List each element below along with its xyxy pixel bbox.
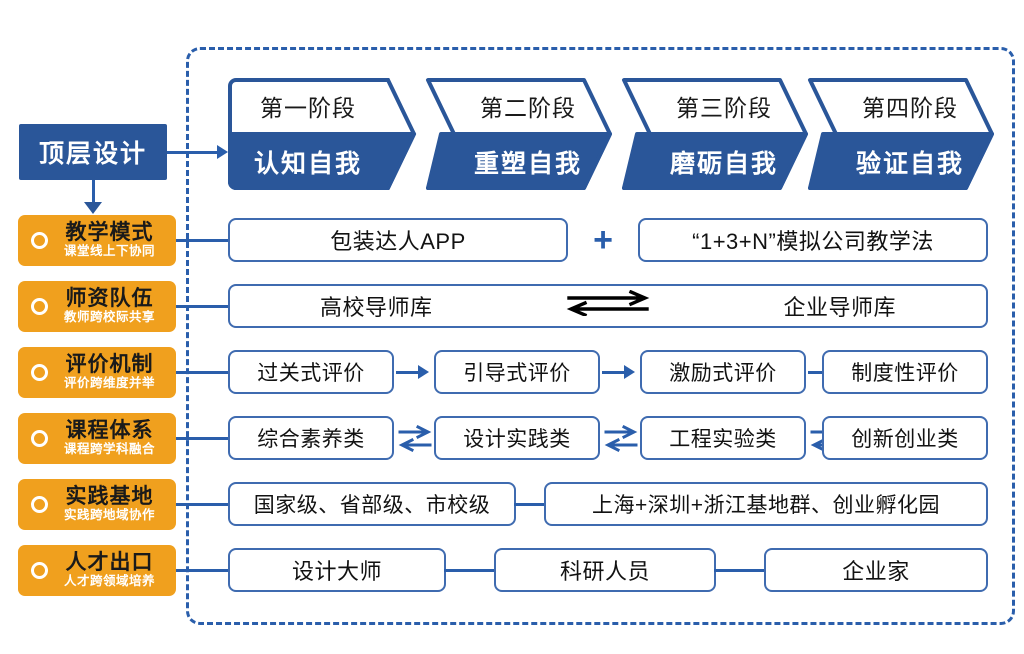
pillar-subtitle: 评价跨维度并举 [63, 376, 155, 390]
pillar-curriculum-system[interactable]: 课程体系 课程跨学科融合 [18, 413, 176, 464]
row4-item-4[interactable]: 创新创业类 [822, 416, 988, 460]
row4-item-1[interactable]: 综合素养类 [228, 416, 394, 460]
stage-chevron-3[interactable]: 第三阶段 磨砺自我 [620, 78, 810, 190]
pillar-subtitle: 教师跨校际共享 [63, 310, 155, 324]
arrowhead-topdesign-to-stages [217, 145, 228, 159]
connector-pillar-row-2 [176, 305, 230, 308]
pillar-title: 教学模式 [65, 221, 154, 244]
stage-name-label: 验证自我 [855, 150, 964, 178]
connector-pillar-row-4 [176, 437, 230, 440]
stage-phase-label: 第二阶段 [480, 96, 576, 121]
pillar-title: 评价机制 [65, 353, 154, 376]
top-level-design-block[interactable]: 顶层设计 [19, 124, 167, 180]
pillar-talent-output[interactable]: 人才出口 人才跨领域培养 [18, 545, 176, 596]
pillar-title: 人才出口 [65, 551, 154, 574]
exchange-arrow-icon [565, 289, 651, 322]
stage-phase-label: 第四阶段 [862, 96, 958, 121]
stage-name-label: 重塑自我 [473, 150, 582, 178]
pillar-teaching-mode[interactable]: 教学模式 课堂线上下协同 [18, 215, 176, 266]
pillar-title: 实践基地 [65, 485, 154, 508]
stage-chevron-1[interactable]: 第一阶段 认知自我 [228, 78, 418, 190]
row6-item-2[interactable]: 科研人员 [494, 548, 716, 592]
row3-item-1[interactable]: 过关式评价 [228, 350, 394, 394]
row3-item-4[interactable]: 制度性评价 [822, 350, 988, 394]
arrowhead-topdesign-to-pillars [84, 202, 102, 214]
row3-arrowhead-2 [624, 365, 635, 379]
connector-pillar-row-3 [176, 371, 230, 374]
chevron-shape-icon [622, 78, 808, 190]
pillar-title: 课程体系 [65, 419, 154, 442]
pillar-practice-base[interactable]: 实践基地 实践跨地域协作 [18, 479, 176, 530]
row3-item-3[interactable]: 激励式评价 [640, 350, 806, 394]
connector-pillar-row-1 [176, 239, 230, 242]
stage-chevron-4[interactable]: 第四阶段 验证自我 [806, 78, 996, 190]
chevron-shape-icon [808, 78, 994, 190]
row4-bidirectional-arrow-icon-1 [396, 424, 434, 457]
bullet-ring-icon [31, 562, 48, 579]
row3-connector-1 [396, 371, 420, 374]
row3-item-2[interactable]: 引导式评价 [434, 350, 600, 394]
dashed-frame [186, 47, 1015, 625]
plus-sign: + [593, 220, 613, 259]
stage-phase-label: 第一阶段 [260, 96, 356, 121]
row2-item-2: 企业导师库 [783, 295, 896, 320]
stage-chevron-2[interactable]: 第二阶段 重塑自我 [424, 78, 614, 190]
row3-connector-3 [808, 371, 832, 374]
row6-item-1[interactable]: 设计大师 [228, 548, 446, 592]
bullet-ring-icon [31, 496, 48, 513]
pillar-evaluation-mechanism[interactable]: 评价机制 评价跨维度并举 [18, 347, 176, 398]
connector-pillar-row-5 [176, 503, 230, 506]
row5-item-1[interactable]: 国家级、省部级、市校级 [228, 482, 516, 526]
pillar-subtitle: 实践跨地域协作 [63, 508, 155, 522]
pillar-title: 师资队伍 [65, 287, 154, 310]
connector-pillar-row-6 [176, 569, 230, 572]
row4-item-2[interactable]: 设计实践类 [434, 416, 600, 460]
chevron-shape-icon [228, 78, 417, 190]
row5-item-2[interactable]: 上海+深圳+浙江基地群、创业孵化园 [544, 482, 988, 526]
pillar-faculty-team[interactable]: 师资队伍 教师跨校际共享 [18, 281, 176, 332]
pillar-subtitle: 课堂线上下协同 [63, 244, 155, 258]
row6-connector-2 [714, 569, 766, 572]
stage-name-label: 认知自我 [253, 150, 362, 178]
bullet-ring-icon [31, 232, 48, 249]
row6-item-3[interactable]: 企业家 [764, 548, 988, 592]
stage-phase-label: 第三阶段 [676, 96, 772, 121]
row3-arrowhead-1 [418, 365, 429, 379]
row5-connector-1 [514, 503, 546, 506]
bullet-ring-icon [31, 364, 48, 381]
bullet-ring-icon [31, 430, 48, 447]
stage-name-label: 磨砺自我 [669, 150, 778, 178]
row6-connector-1 [444, 569, 496, 572]
chevron-shape-icon [426, 78, 612, 190]
row2-container[interactable]: 高校导师库 企业导师库 [228, 284, 988, 328]
row4-item-3[interactable]: 工程实验类 [640, 416, 806, 460]
connector-topdesign-to-pillars [92, 180, 95, 204]
connector-topdesign-to-stages [167, 151, 219, 154]
top-level-design-label: 顶层设计 [38, 140, 147, 168]
row1-item-2[interactable]: “1+3+N”模拟公司教学法 [638, 218, 988, 262]
row3-connector-2 [602, 371, 626, 374]
pillar-subtitle: 课程跨学科融合 [63, 442, 155, 456]
row1-item-1[interactable]: 包装达人APP [228, 218, 568, 262]
row4-bidirectional-arrow-icon-2 [602, 424, 640, 457]
bullet-ring-icon [31, 298, 48, 315]
row2-item-1: 高校导师库 [320, 295, 433, 320]
pillar-subtitle: 人才跨领域培养 [63, 574, 155, 588]
